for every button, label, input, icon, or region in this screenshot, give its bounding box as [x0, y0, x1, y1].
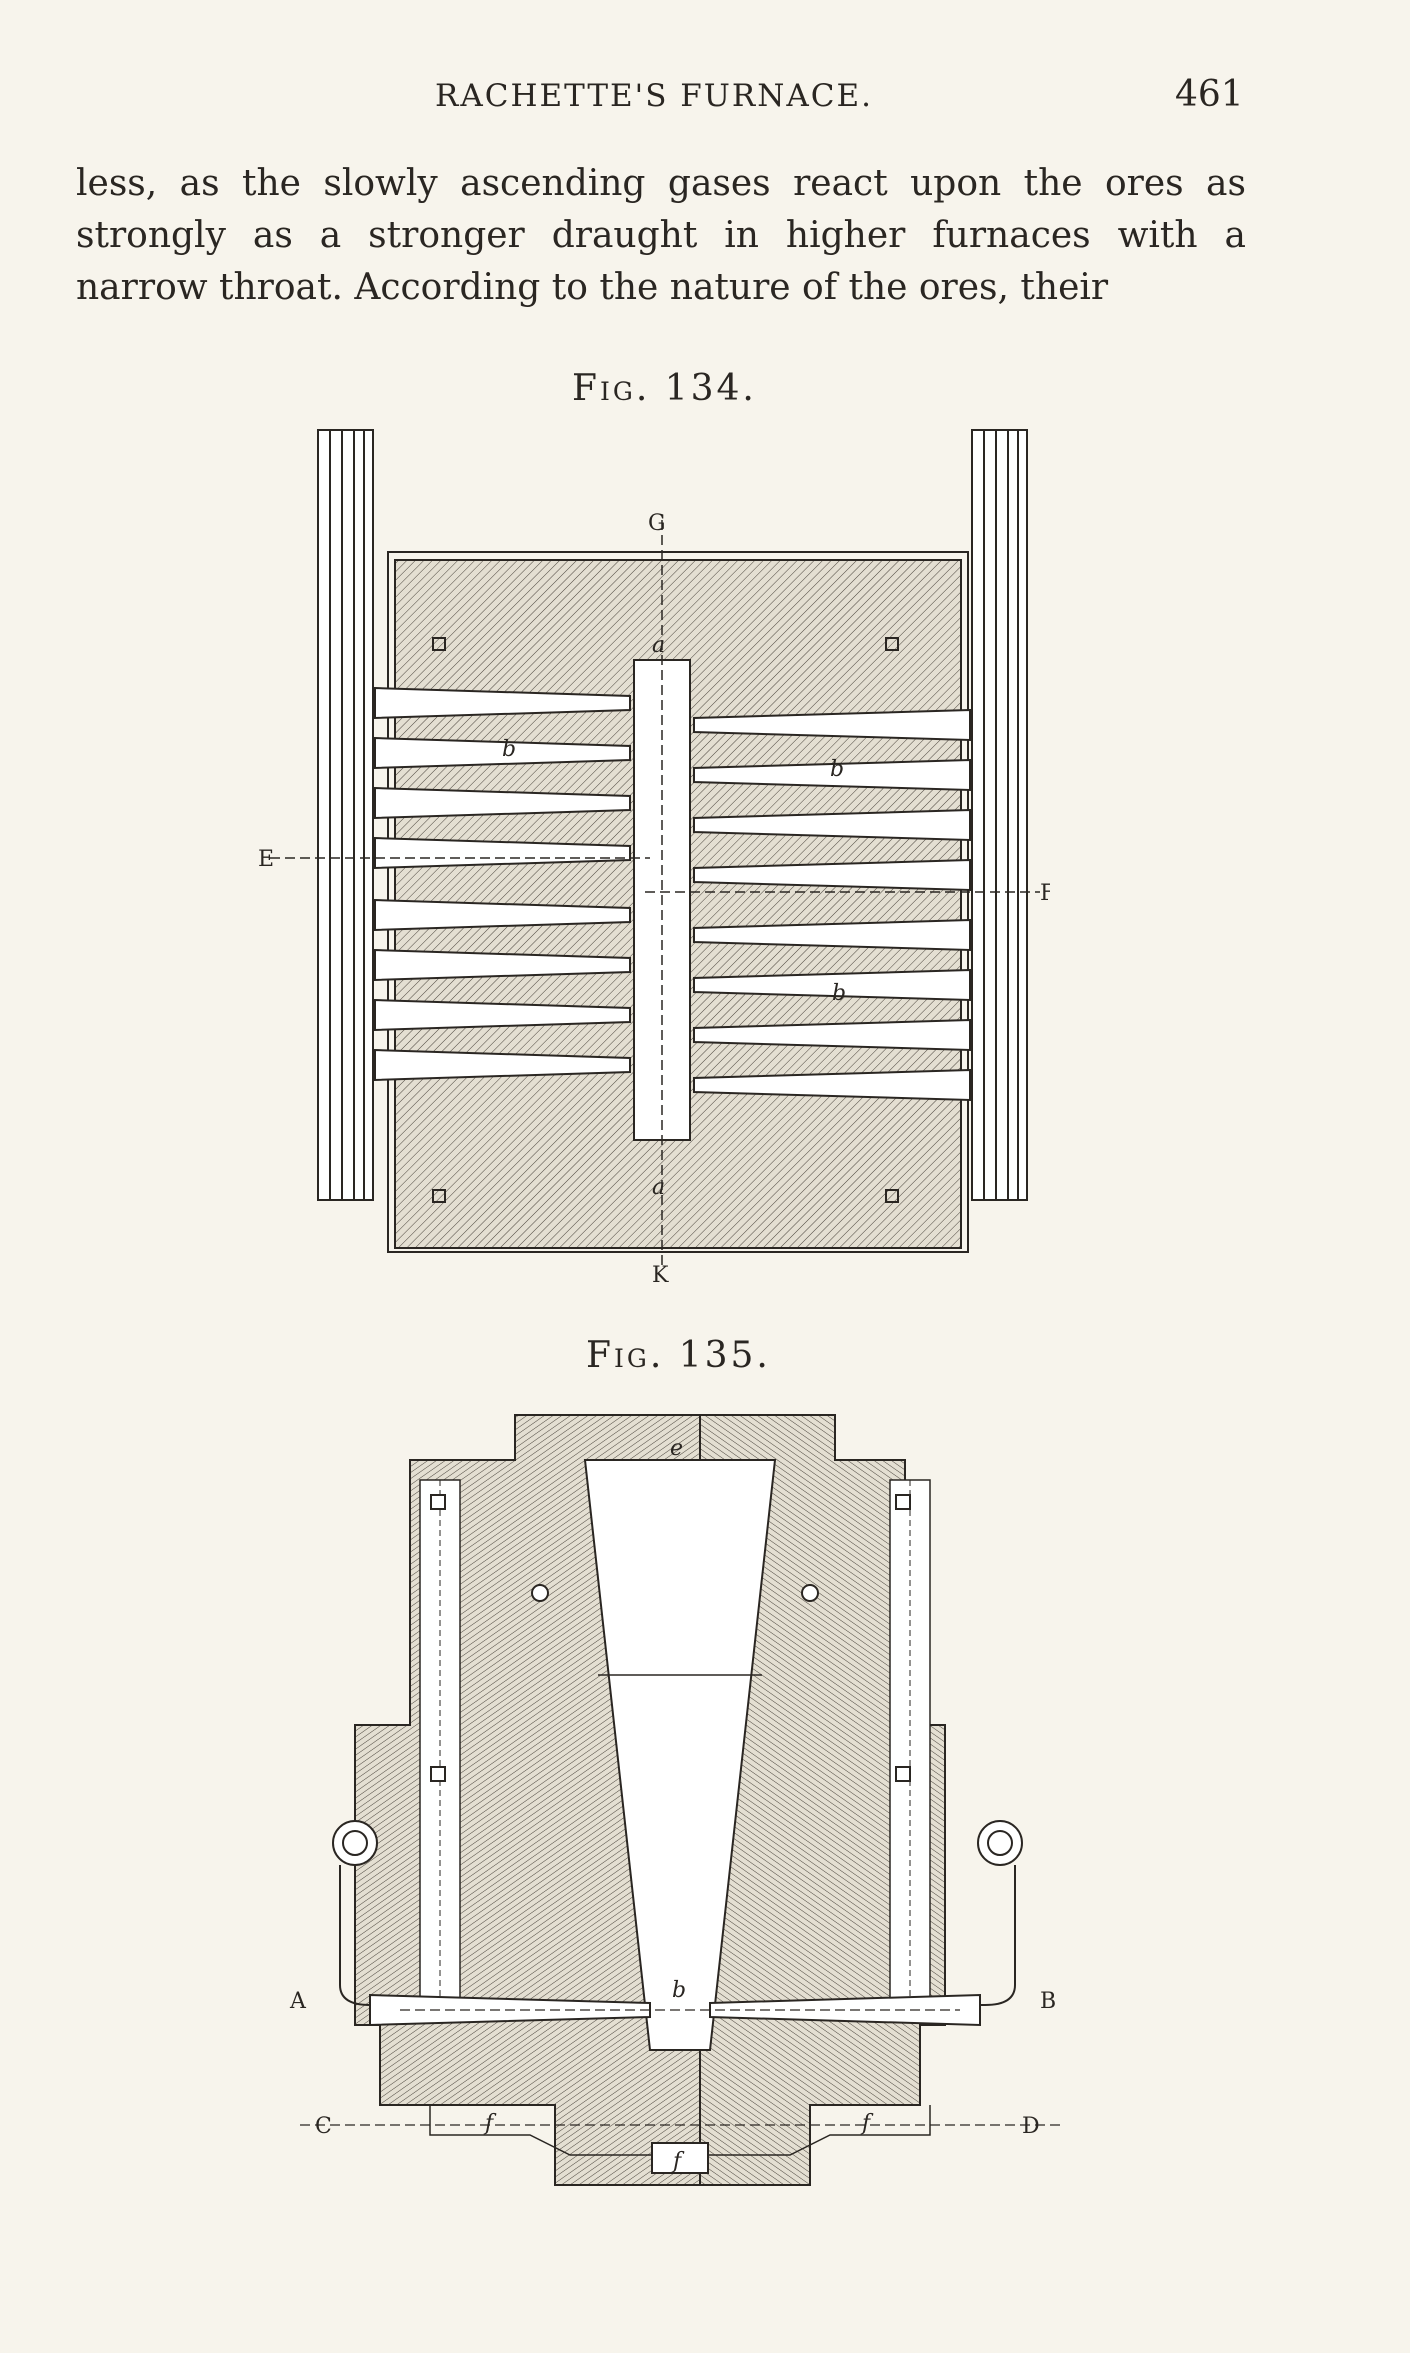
- label-f-right: f: [860, 2111, 874, 2136]
- page-header: RACHETTE'S FURNACE. 461: [0, 74, 1410, 118]
- body-text: less, as the slowly ascending gases reac…: [76, 158, 1246, 314]
- label-b-upper: B: [1040, 1989, 1056, 2014]
- label-g: G: [648, 511, 666, 536]
- label-a: A: [289, 1989, 307, 2014]
- label-b-2: b: [830, 757, 844, 782]
- paragraph: less, as the slowly ascending gases reac…: [76, 163, 1246, 308]
- label-b-3: b: [832, 981, 846, 1006]
- label-b-1: b: [502, 737, 516, 762]
- label-f-left: f: [483, 2111, 497, 2136]
- figure-134-caption: Fig. 134.: [572, 368, 757, 409]
- figure-134-plan-drawing: G K E F a a b b b: [258, 429, 1050, 1288]
- page-number: 461: [1175, 74, 1244, 115]
- label-b: b: [672, 1978, 686, 2003]
- label-d: D: [1022, 2114, 1040, 2139]
- figure-135-section-drawing: e b f f f A B C D: [289, 1414, 1060, 2186]
- label-e: E: [258, 847, 274, 872]
- label-k: K: [652, 1263, 669, 1288]
- label-a-top: a: [652, 633, 665, 658]
- label-f: F: [1040, 881, 1050, 906]
- running-head: RACHETTE'S FURNACE.: [435, 78, 873, 114]
- label-a-bottom: a: [652, 1175, 665, 1200]
- label-e: e: [670, 1436, 683, 1461]
- figure-135-caption: Fig. 135.: [586, 1335, 771, 1376]
- label-c: C: [315, 2114, 332, 2139]
